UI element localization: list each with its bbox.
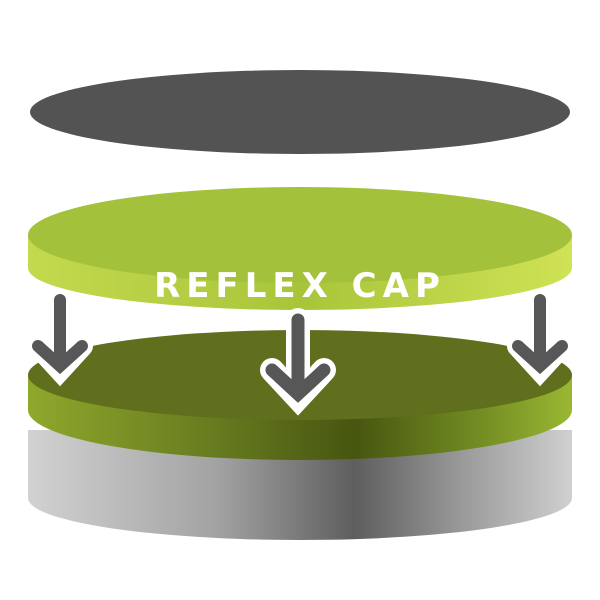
- base-gray-layer: [28, 430, 572, 540]
- right-down-arrow: [507, 289, 573, 387]
- top-dark-disc: [30, 70, 570, 154]
- reflex-cap-disc: [28, 187, 572, 283]
- reflex-cap-label: REFLEX CAP: [154, 266, 446, 306]
- left-down-arrow: [27, 289, 93, 387]
- center-down-arrow: [260, 308, 336, 416]
